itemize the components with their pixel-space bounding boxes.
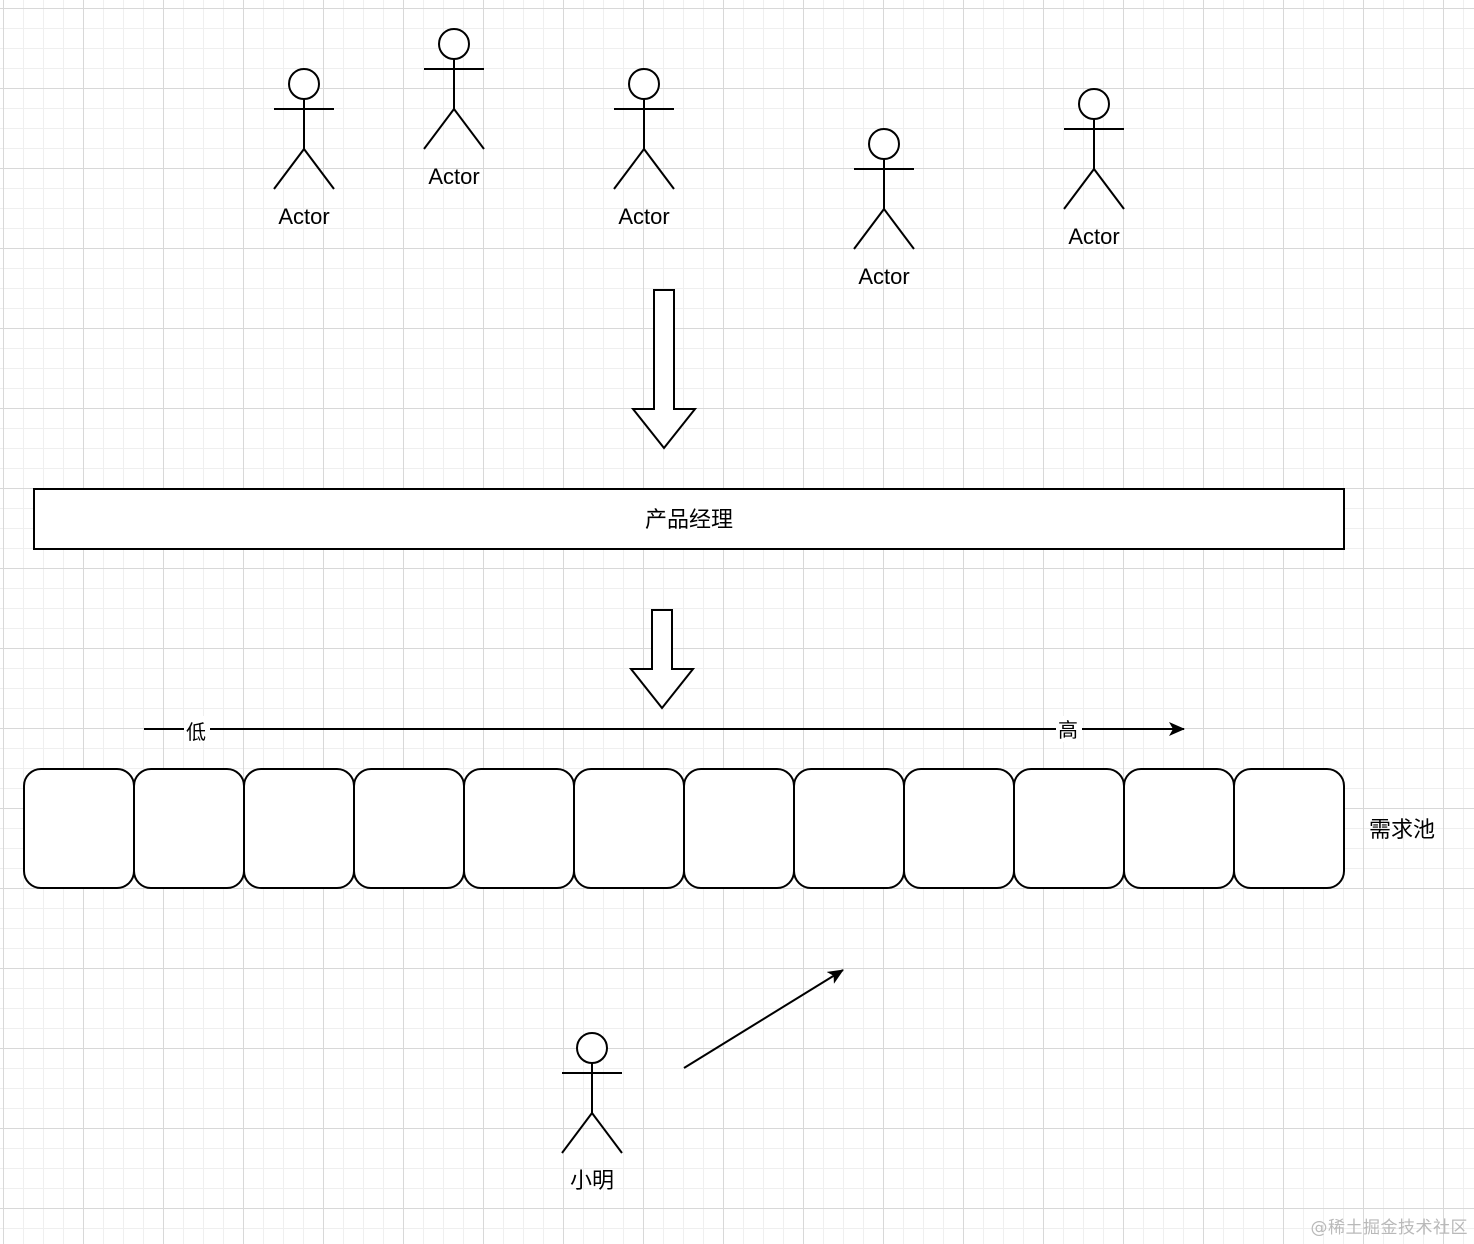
- xiaoming-label: 小明: [570, 1169, 614, 1194]
- actor-2-label: Actor: [428, 164, 479, 189]
- actor-2-head: [438, 28, 470, 60]
- actor-4-label: Actor: [858, 264, 909, 289]
- actor-5-head: [1078, 88, 1110, 120]
- xiaoming-head: [576, 1032, 608, 1064]
- requirement-slot-8: [793, 768, 905, 889]
- requirement-slot-5: [463, 768, 575, 889]
- requirement-slot-3: [243, 768, 355, 889]
- watermark: @稀土掘金技术社区: [1310, 1218, 1468, 1238]
- xiaoming-actor: [561, 1032, 623, 1154]
- actor-5: [1063, 88, 1125, 210]
- requirement-slot-10: [1013, 768, 1125, 889]
- requirement-slot-2: [133, 768, 245, 889]
- requirement-slot-1: [23, 768, 135, 889]
- priority-low-bg: [184, 716, 210, 742]
- actor-5-label: Actor: [1068, 224, 1119, 249]
- actor-1: [273, 68, 335, 190]
- actor-1-label: Actor: [278, 204, 329, 229]
- flow-arrow-to-pm: [630, 289, 698, 450]
- requirement-slot-9: [903, 768, 1015, 889]
- requirement-slot-7: [683, 768, 795, 889]
- actor-2: [423, 28, 485, 150]
- priority-low-label: 低: [186, 720, 206, 744]
- actor-3: [613, 68, 675, 190]
- actor-3-label: Actor: [618, 204, 669, 229]
- requirement-pool-label: 需求池: [1369, 818, 1435, 843]
- requirement-slot-11: [1123, 768, 1235, 889]
- priority-high-bg: [1056, 716, 1082, 742]
- priority-high-label: 高: [1058, 718, 1078, 742]
- requirement-slot-6: [573, 768, 685, 889]
- requirement-pool: [23, 768, 1345, 889]
- xiaoming-pick-arrow: [683, 969, 844, 1069]
- requirement-slot-12: [1233, 768, 1345, 889]
- actor-1-head: [288, 68, 320, 100]
- actor-4-head: [868, 128, 900, 160]
- flow-arrow-to-pool: [628, 609, 696, 710]
- actor-3-head: [628, 68, 660, 100]
- product-manager-box: [33, 488, 1345, 550]
- product-manager-label: 产品经理: [645, 508, 733, 533]
- actor-4: [853, 128, 915, 250]
- requirement-slot-4: [353, 768, 465, 889]
